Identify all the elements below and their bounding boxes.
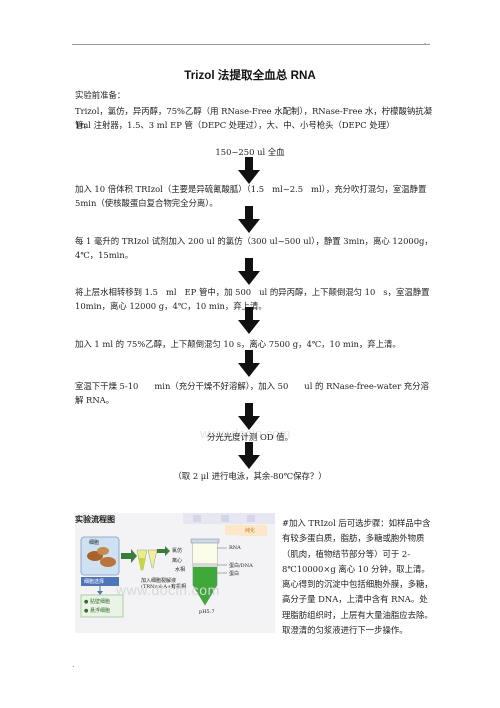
prep-consumables: 1ml 注射器，1.5、3 ml EP 管（DEPC 处理过），大、中、小号枪头… [75,120,395,130]
step-trizol: 加入 10 倍体积 TRIzol（主要是异硫氰酸胍）（1.5 ml~2.5 ml… [75,184,429,208]
header-rule [72,44,430,45]
figure-dna-label: 蛋白/DNA [229,563,253,569]
watermark-text: www.docin.com [200,426,291,441]
down-arrow-icon [238,403,260,430]
down-arrow-icon [238,157,260,184]
figure-ph-label: pH5.7 [199,609,215,615]
figure-protein-label: 蛋白 [229,571,240,577]
header-mark: . [424,38,427,46]
figure-cells-adherent: ● 贴壁细胞 [84,599,110,605]
step-dissolve: 室温下干燥 5-10 min（充分干燥不好溶解），加入 50 ul 的 RNas… [75,381,429,405]
figure-cells-suspension: ● 悬浮细胞 [84,608,110,614]
down-arrow-icon [238,307,260,334]
step-blood: 150~250 ul 全血 [215,147,285,157]
figure-aqueous-label: 水相 [175,567,186,573]
down-arrow-icon [238,206,260,233]
figure-rna-label: RNA [229,545,241,551]
figure-purify-label: 纯化 [245,528,256,534]
figure-heading: 实验流程图 [75,515,115,524]
step-storage: （取 2 μl 进行电泳，其余-80℃保存？） [173,471,327,481]
step-ethanol: 加入 1 ml 的 75%乙醇，上下颠倒混匀 10 s，离心 7500 g，4℃… [75,339,401,349]
workflow-figure: 实验流程图 细胞 细胞选择 ● 贴壁细胞 ● 悬浮细胞 氯仿 离心 加入细胞裂解… [75,513,275,633]
step-od: 分光光度计测 OD 值。 [207,432,293,442]
prep-reagents: Trizol，氯仿，异丙醇，75%乙醇（用 RNase-Free 水配制），RN… [75,106,433,130]
figure-select-label: 细胞选择 [84,579,105,585]
prep-heading: 实验前准备： [75,90,126,100]
watermark-text: www.docin.com [116,582,220,598]
figure-arrow-centrifuge: 离心 [172,558,183,564]
page-title: Trizol 法提取全血总 RNA [184,69,316,82]
figure-organic-label: 有机相 [171,584,187,590]
optional-step-note: #加入 TRIzol 后可选步骤：如样品中含有较多蛋白质，脂肪，多糖或胞外物质（… [282,518,433,636]
figure-trizol-sub: (TRNzol-A+) [141,584,174,590]
down-arrow-icon [238,442,260,469]
step-chloroform: 每 1 毫升的 TRIzol 试剂加入 200 ul 的氯仿（300 ul~50… [75,236,433,260]
figure-trizol-label: 加入细胞裂解液 [141,578,177,584]
down-arrow-icon [238,350,260,377]
figure-cell-label: 细胞 [89,540,100,546]
step-isopropanol: 将上层水相转移到 1.5 ml EP 管中，加 500 ul 的异丙醇，上下颠倒… [75,287,433,311]
figure-arrow-chloroform: 氯仿 [172,548,183,554]
footer-mark: . [72,660,75,669]
down-arrow-icon [238,258,260,285]
